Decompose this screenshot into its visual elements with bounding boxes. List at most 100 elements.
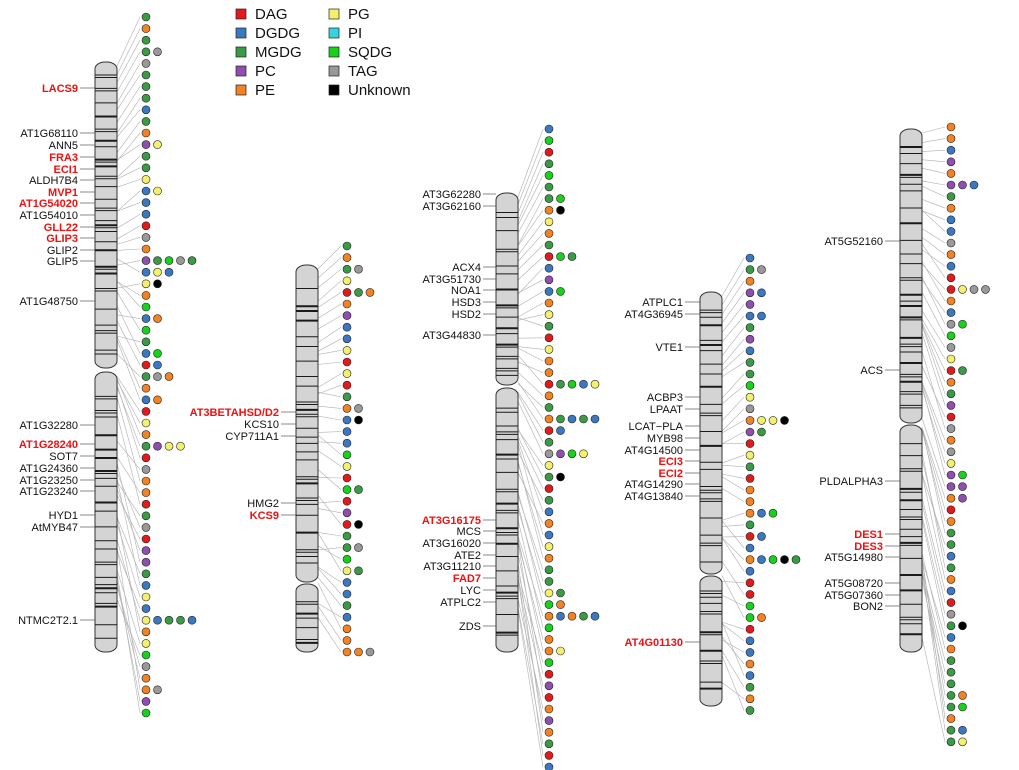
lipid-dot-pe (342, 624, 352, 634)
dot-row (141, 534, 151, 544)
lipid-dot-unknown (354, 415, 363, 425)
lipid-dot-unknown (556, 472, 565, 482)
lipid-dot-mgdg (946, 540, 956, 549)
lipid-dot-mgdg (946, 691, 956, 700)
dot-row (544, 414, 600, 424)
dot-row (544, 136, 554, 145)
gene-label: KCS9 (250, 510, 279, 522)
dot-row (946, 621, 967, 631)
lipid-dot-mgdg (745, 682, 755, 692)
dot-row (946, 656, 956, 665)
dot-row (745, 613, 766, 622)
dot-row (745, 369, 755, 379)
lipid-dot-pe (342, 253, 352, 262)
gene-label: GLIP2 (47, 245, 78, 257)
dot-row (946, 319, 967, 329)
dot-row (946, 343, 956, 352)
lipid-dot-pc (946, 180, 956, 190)
dot-row (745, 578, 755, 588)
gene-label: LPAAT (650, 404, 683, 416)
chr5-arm-1 (899, 128, 923, 424)
lipid-dot-pg (141, 418, 151, 428)
gene-label: GLL22 (44, 222, 78, 234)
dot-row (544, 611, 600, 621)
dot-row (141, 198, 151, 207)
lipid-dot-sqdg (544, 171, 554, 180)
lipid-dot-sqdg (342, 485, 352, 494)
dot-row (342, 508, 352, 518)
legend-label: MGDG (255, 44, 302, 61)
lipid-dot-dgdg (745, 311, 755, 321)
lipid-dot-pe (544, 519, 554, 528)
lipid-dot-sqdg (544, 623, 554, 633)
lipid-dot-dgdg (544, 124, 554, 134)
lipid-dot-pg (579, 449, 588, 459)
lipid-dot-pc (153, 441, 162, 451)
lipid-dot-pc (544, 716, 554, 725)
dot-row (544, 635, 554, 644)
dot-row (946, 679, 956, 689)
lipid-dot-pc (946, 157, 956, 167)
lipid-dot-pc (946, 401, 956, 410)
gene-label: GLIP3 (46, 233, 78, 245)
dot-row (141, 291, 151, 300)
lipid-dot-pe (342, 299, 352, 309)
dot-row (141, 476, 151, 486)
dot-row (141, 314, 162, 323)
dot-row (745, 485, 755, 495)
dot-row (745, 659, 755, 669)
dot-row (141, 673, 151, 683)
lipid-dot-mgdg (745, 323, 755, 332)
lipid-dot-pe (141, 291, 151, 300)
lipid-dot-pe (946, 134, 956, 143)
gene-label: MVP1 (48, 187, 78, 199)
dot-row (946, 215, 956, 225)
dot-row (745, 334, 755, 344)
dot-row (946, 482, 967, 491)
lipid-dot-dag (342, 520, 352, 529)
gene-label: AT1G23250 (19, 475, 78, 487)
gene-label: AT5G07360 (824, 590, 883, 602)
dot-row (946, 691, 967, 700)
dot-row (342, 554, 352, 564)
dot-row (544, 147, 554, 157)
lipid-dot-pe (544, 414, 554, 424)
lipid-dot-pe (556, 600, 565, 609)
lipid-dot-pe (745, 485, 755, 495)
lipid-dot-unknown (780, 416, 789, 425)
legend-item-dag: DAG (235, 6, 288, 23)
gene-label: FRA3 (49, 152, 78, 164)
dot-row (544, 461, 554, 470)
chr1-arm-1 (94, 61, 118, 369)
lipid-dot-pe (946, 296, 956, 306)
gene-label: AT1G32280 (19, 420, 78, 432)
gene-label: AT5G08720 (824, 578, 883, 590)
lipid-dot-mgdg (745, 265, 755, 274)
dot-row (946, 261, 956, 271)
lipid-dot-pe (946, 169, 956, 178)
lipid-dot-dgdg (946, 227, 956, 236)
lipid-dot-mgdg (556, 588, 565, 598)
dot-row (544, 658, 554, 667)
dot-row (745, 439, 755, 448)
dot-row (141, 209, 151, 219)
lipid-dot-mgdg (556, 379, 565, 389)
dot-row (141, 24, 151, 33)
dot-row (544, 565, 554, 575)
dot-row (342, 334, 352, 344)
lipid-dot-tag (153, 47, 162, 57)
dot-row (141, 256, 197, 265)
lipid-dot-mgdg (946, 621, 956, 631)
lipid-dot-pg (544, 461, 554, 470)
dot-row (141, 685, 162, 695)
lipid-dot-pe (946, 435, 956, 445)
lipid-dot-tag (946, 424, 956, 433)
lipid-dot-pc (342, 508, 352, 518)
lipid-dot-mgdg (153, 256, 162, 265)
lipid-dot-sqdg (567, 379, 577, 389)
lipid-dot-pe (544, 646, 554, 656)
dot-row (141, 70, 151, 80)
dot-row (544, 368, 554, 377)
lipid-dot-dag (745, 590, 755, 599)
